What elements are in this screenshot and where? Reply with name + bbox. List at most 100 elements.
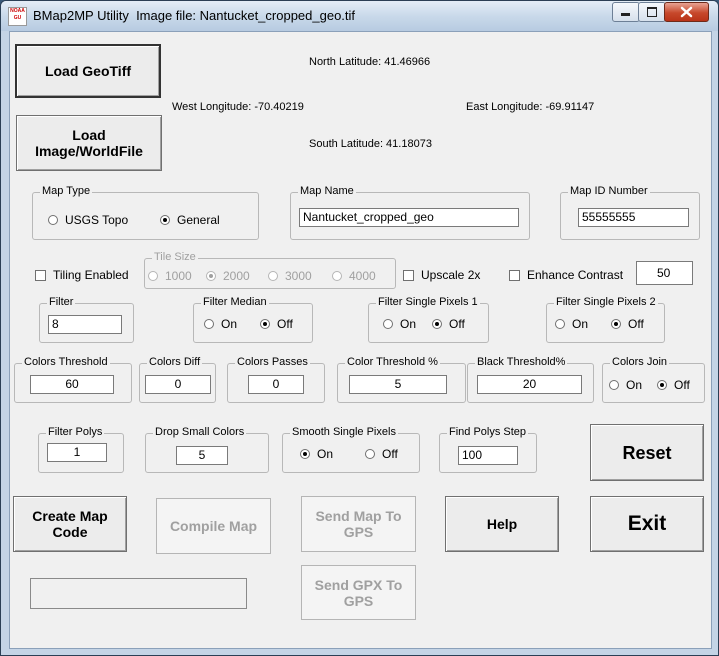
colors-passes-input[interactable]: 0: [248, 375, 304, 394]
usgs-topo-radio[interactable]: USGS Topo: [48, 213, 128, 227]
smooth-single-pixels-group: Smooth Single Pixels On Off: [282, 426, 420, 473]
filter-single2-off-radio[interactable]: Off: [611, 317, 644, 331]
colors-join-off-radio[interactable]: Off: [657, 378, 690, 392]
filter-single1-on-radio[interactable]: On: [383, 317, 416, 331]
tile-2000-label: 2000: [223, 269, 250, 283]
close-icon[interactable]: [664, 2, 709, 22]
checkbox-icon: [509, 269, 520, 281]
help-button[interactable]: Help: [445, 496, 559, 552]
load-image-worldfile-button[interactable]: Load Image/WorldFile: [16, 115, 162, 171]
send-map-to-gps-button[interactable]: Send Map To GPS: [301, 496, 416, 552]
checkbox-icon: [35, 269, 46, 281]
find-polys-step-input[interactable]: 100: [458, 446, 518, 465]
black-threshold-input[interactable]: 20: [477, 375, 582, 394]
reset-button[interactable]: Reset: [590, 424, 704, 481]
north-latitude: North Latitude: 41.46966: [309, 56, 431, 68]
radio-selected-icon: [611, 319, 621, 329]
map-id-input[interactable]: 55555555: [578, 208, 689, 227]
general-label: General: [177, 213, 220, 227]
east-longitude: East Longitude: -69.91147: [466, 101, 595, 113]
black-threshold-group: Black Threshold% 20: [467, 356, 594, 403]
on-label: On: [572, 317, 589, 331]
filter-median-on-radio[interactable]: On: [204, 317, 237, 331]
smooth-single-on-radio[interactable]: On: [300, 447, 333, 461]
tile-3000-radio[interactable]: 3000: [268, 269, 312, 283]
off-label: Off: [674, 378, 690, 392]
radio-selected-icon: [657, 380, 667, 390]
map-type-group: Map Type USGS Topo General: [32, 185, 259, 240]
filter-input[interactable]: 8: [48, 315, 122, 334]
colors-passes-group: Colors Passes 0: [227, 356, 325, 403]
client-area: Load GeoTiff Load Image/WorldFile North …: [9, 31, 712, 649]
off-label: Off: [382, 447, 398, 461]
compile-map-button[interactable]: Compile Map: [156, 498, 271, 554]
tile-1000-label: 1000: [165, 269, 192, 283]
colors-threshold-input[interactable]: 60: [30, 375, 114, 394]
load-geotiff-button[interactable]: Load GeoTiff: [15, 44, 161, 98]
drop-small-colors-input[interactable]: 5: [176, 446, 228, 465]
color-threshold-pct-group: Color Threshold % 5: [337, 356, 466, 403]
colors-threshold-legend: Colors Threshold: [22, 356, 110, 368]
filter-single2-on-radio[interactable]: On: [555, 317, 588, 331]
exit-button[interactable]: Exit: [590, 496, 704, 552]
drop-small-colors-legend: Drop Small Colors: [153, 426, 247, 438]
colors-threshold-group: Colors Threshold 60: [14, 356, 132, 403]
filter-polys-input[interactable]: 1: [47, 443, 107, 462]
on-label: On: [626, 378, 643, 392]
upscale-checkbox[interactable]: Upscale 2x: [403, 268, 480, 282]
smooth-single-off-radio[interactable]: Off: [365, 447, 398, 461]
filter-single-pixels-1-group: Filter Single Pixels 1 On Off: [368, 296, 489, 343]
find-polys-step-legend: Find Polys Step: [447, 426, 529, 438]
checkbox-icon: [403, 269, 414, 281]
color-threshold-pct-input[interactable]: 5: [349, 375, 447, 394]
send-gpx-to-gps-button[interactable]: Send GPX To GPS: [301, 565, 416, 620]
title-bar: NOAA GU BMap2MP Utility Image file: Nant…: [1, 1, 718, 31]
on-label: On: [400, 317, 417, 331]
filter-single-pixels-2-legend: Filter Single Pixels 2: [554, 296, 658, 308]
map-name-legend: Map Name: [298, 185, 356, 197]
off-label: Off: [449, 317, 465, 331]
colors-join-on-radio[interactable]: On: [609, 378, 642, 392]
status-field: [30, 578, 247, 609]
map-name-input[interactable]: Nantucket_cropped_geo: [299, 208, 519, 227]
filter-polys-legend: Filter Polys: [46, 426, 105, 438]
off-label: Off: [628, 317, 644, 331]
filter-single-pixels-2-group: Filter Single Pixels 2 On Off: [546, 296, 665, 343]
tile-4000-radio[interactable]: 4000: [332, 269, 376, 283]
tile-4000-label: 4000: [349, 269, 376, 283]
upscale-label: Upscale 2x: [421, 268, 481, 282]
filter-single1-off-radio[interactable]: Off: [432, 317, 465, 331]
map-id-legend: Map ID Number: [568, 185, 650, 197]
enhance-contrast-input[interactable]: 50: [636, 261, 693, 285]
filter-median-off-radio[interactable]: Off: [260, 317, 293, 331]
radio-icon: [268, 271, 278, 281]
filter-median-legend: Filter Median: [201, 296, 269, 308]
create-map-code-button[interactable]: Create Map Code: [13, 496, 127, 552]
minimize-icon[interactable]: [612, 2, 640, 22]
west-longitude: West Longitude: -70.40219: [172, 101, 304, 113]
off-label: Off: [277, 317, 293, 331]
on-label: On: [317, 447, 334, 461]
filter-polys-group: Filter Polys 1: [38, 426, 124, 473]
filter-single-pixels-1-legend: Filter Single Pixels 1: [376, 296, 480, 308]
general-radio[interactable]: General: [160, 213, 220, 227]
radio-icon: [148, 271, 158, 281]
drop-small-colors-group: Drop Small Colors 5: [145, 426, 269, 473]
maximize-icon[interactable]: [638, 2, 666, 22]
colors-diff-input[interactable]: 0: [145, 375, 211, 394]
map-name-group: Map Name Nantucket_cropped_geo: [290, 185, 530, 240]
tiling-enabled-label: Tiling Enabled: [53, 268, 129, 282]
radio-selected-icon: [300, 449, 310, 459]
radio-selected-icon: [260, 319, 270, 329]
tile-1000-radio[interactable]: 1000: [148, 269, 192, 283]
south-latitude: South Latitude: 41.18073: [309, 138, 432, 150]
tile-2000-radio[interactable]: 2000: [206, 269, 250, 283]
app-icon: NOAA GU: [8, 7, 27, 26]
radio-icon: [365, 449, 375, 459]
enhance-contrast-checkbox[interactable]: Enhance Contrast: [509, 268, 623, 282]
filter-legend: Filter: [47, 296, 76, 308]
colors-diff-group: Colors Diff 0: [139, 356, 216, 403]
filter-median-group: Filter Median On Off: [193, 296, 313, 343]
tiling-enabled-checkbox[interactable]: Tiling Enabled: [35, 268, 129, 282]
radio-icon: [48, 215, 58, 225]
